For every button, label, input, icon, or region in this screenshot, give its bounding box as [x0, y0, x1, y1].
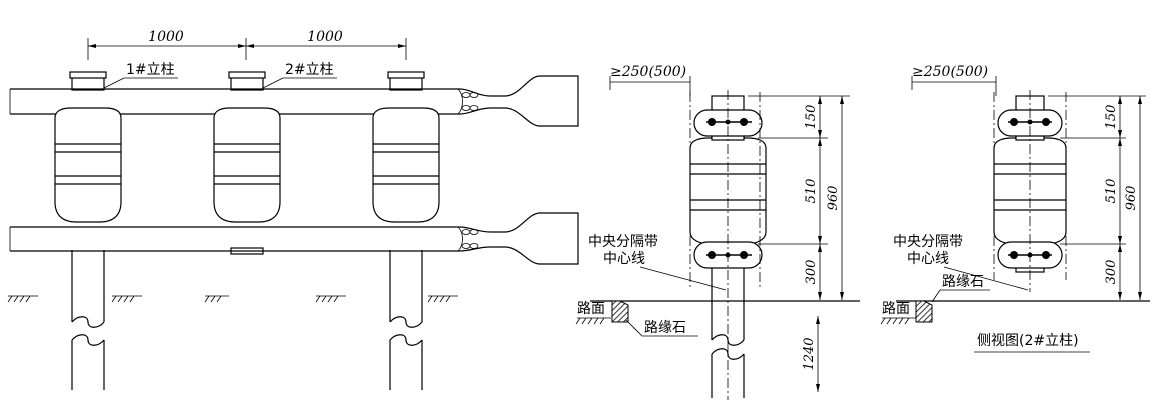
spacing-dim-2: 1000: [307, 29, 343, 45]
roller-1: [54, 107, 122, 223]
median-label-1-2: 中央分隔带: [893, 234, 963, 250]
side-view-median: ≥250(500): [575, 64, 860, 400]
dim-top-2: 150: [1104, 105, 1119, 130]
roller-2: [213, 107, 281, 223]
dim-middle-2: 510: [1104, 179, 1119, 204]
dim-middle: 510: [804, 179, 819, 204]
curb-label-2: 路缘石: [942, 274, 984, 290]
post-1-lower: [71, 250, 105, 390]
curb-label: 路缘石: [644, 320, 686, 336]
dim-bottom-2: 300: [1104, 260, 1119, 285]
post-label-1: 1#立柱: [103, 62, 178, 89]
dim-total: 960: [826, 186, 841, 211]
dim-top: 150: [804, 105, 819, 130]
offset-dim: ≥250(500): [610, 64, 686, 80]
spacing-dimension: 1000 1000: [87, 29, 407, 60]
offset-dim-2: ≥250(500): [912, 64, 988, 80]
front-view: 1000 1000: [7, 29, 579, 390]
road-surface-label-2: 路面: [882, 301, 910, 317]
dim-embed: 1240: [802, 337, 817, 370]
post-1-label: 1#立柱: [126, 62, 175, 78]
median-label-2-2: 中心线: [907, 251, 949, 267]
side-view-caption: 侧视图(2#立柱): [977, 333, 1079, 349]
ground-marks: [7, 295, 458, 303]
median-label-2: 中心线: [603, 251, 645, 267]
roller-3: [372, 107, 440, 223]
dim-total-2: 960: [1124, 186, 1139, 211]
dim-bottom: 300: [804, 260, 819, 285]
lower-rail: [9, 212, 579, 265]
side-view-post2: ≥250(500) 150 510 300 96: [880, 64, 1150, 353]
post-2-label: 2#立柱: [285, 62, 334, 78]
road-surface-label: 路面: [577, 301, 605, 317]
spacing-dim-1: 1000: [148, 29, 184, 45]
post-label-2: 2#立柱: [262, 62, 337, 89]
median-label-1: 中央分隔带: [588, 234, 658, 250]
post-3-lower: [389, 250, 423, 390]
